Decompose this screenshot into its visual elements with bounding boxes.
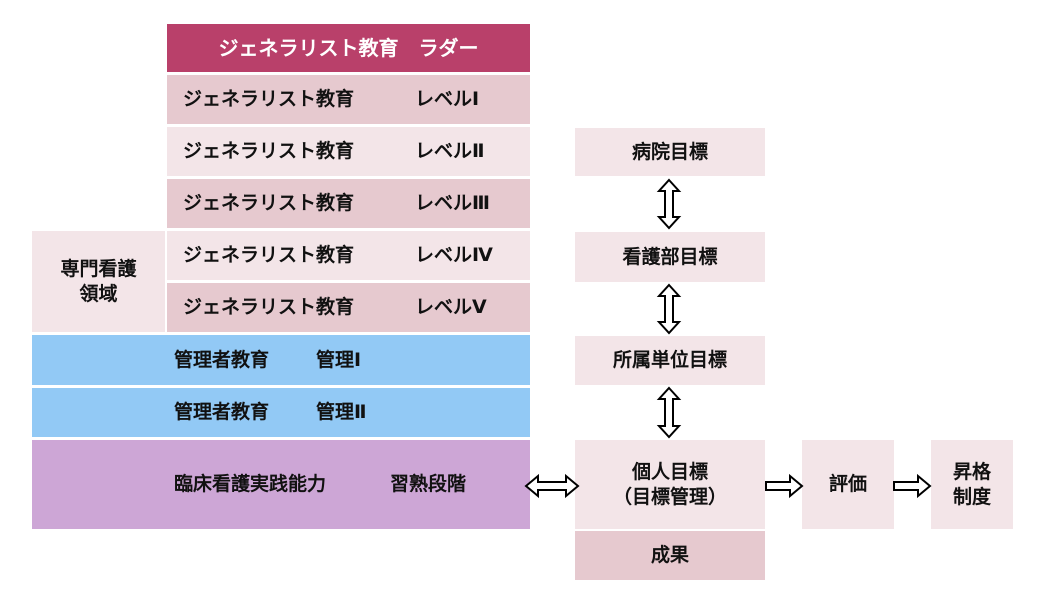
management-row-1: 管理者教育 管理Ⅰ <box>32 335 530 385</box>
level-value: レベルⅠ <box>415 88 480 111</box>
level-label: ジェネラリスト教育 <box>183 244 355 267</box>
hospital-goal-label: 病院目標 <box>631 140 708 163</box>
evaluation-box: 評価 <box>802 440 894 529</box>
level-row-4: ジェネラリスト教育 レベルⅣ <box>167 231 530 280</box>
level-row-3: ジェネラリスト教育 レベルⅢ <box>167 179 530 228</box>
right-arrow-icon <box>893 473 932 499</box>
result-box: 成果 <box>575 531 765 580</box>
management-level: 管理Ⅰ <box>316 348 362 371</box>
management-label: 管理者教育 <box>174 401 270 424</box>
clinical-label: 臨床看護実践能力 <box>174 473 327 496</box>
level-label: ジェネラリスト教育 <box>183 88 355 111</box>
individual-goal: 個人目標 （目標管理） <box>575 440 765 529</box>
evaluation-label: 評価 <box>828 473 867 496</box>
nursing-dept-goal-label: 看護部目標 <box>622 245 718 268</box>
double-arrow-vertical-icon <box>656 178 682 230</box>
promotion-line1: 昇格 <box>952 460 991 483</box>
result-label: 成果 <box>650 544 689 567</box>
clinical-stage: 習熟段階 <box>390 473 467 496</box>
hospital-goal: 病院目標 <box>575 128 765 176</box>
level-row-1: ジェネラリスト教育 レベルⅠ <box>167 75 530 124</box>
individual-goal-line2: （目標管理） <box>612 485 727 508</box>
management-row-2: 管理者教育 管理Ⅱ <box>32 388 530 437</box>
nursing-dept-goal: 看護部目標 <box>575 232 765 282</box>
double-arrow-horizontal-icon <box>524 473 580 499</box>
level-value: レベルⅣ <box>415 244 493 267</box>
level-row-5: ジェネラリスト教育 レベルⅤ <box>167 283 530 332</box>
level-label: ジェネラリスト教育 <box>183 140 355 163</box>
double-arrow-vertical-icon <box>656 386 682 439</box>
level-label: ジェネラリスト教育 <box>183 296 355 319</box>
double-arrow-vertical-icon <box>656 283 682 335</box>
management-level: 管理Ⅱ <box>316 401 367 424</box>
specialty-line2: 領域 <box>79 282 118 305</box>
management-label: 管理者教育 <box>174 348 270 371</box>
promotion-line2: 制度 <box>952 485 991 508</box>
level-value: レベルⅢ <box>415 192 490 215</box>
level-label: ジェネラリスト教育 <box>183 192 355 215</box>
individual-goal-line1: 個人目標 <box>631 460 708 483</box>
specialty-line1: 専門看護 <box>60 257 137 280</box>
clinical-practice: 臨床看護実践能力 習熟段階 <box>32 440 530 529</box>
ladder-header: ジェネラリスト教育 ラダー <box>167 24 530 72</box>
unit-goal-label: 所属単位目標 <box>612 349 727 372</box>
unit-goal: 所属単位目標 <box>575 336 765 385</box>
ladder-title: ジェネラリスト教育 ラダー <box>218 36 479 60</box>
level-value: レベルⅤ <box>415 296 487 319</box>
level-value: レベルⅡ <box>415 140 485 163</box>
promotion-box: 昇格 制度 <box>931 440 1013 529</box>
level-row-2: ジェネラリスト教育 レベルⅡ <box>167 127 530 176</box>
right-arrow-icon <box>765 473 804 499</box>
specialty-area: 専門看護 領域 <box>32 231 165 332</box>
